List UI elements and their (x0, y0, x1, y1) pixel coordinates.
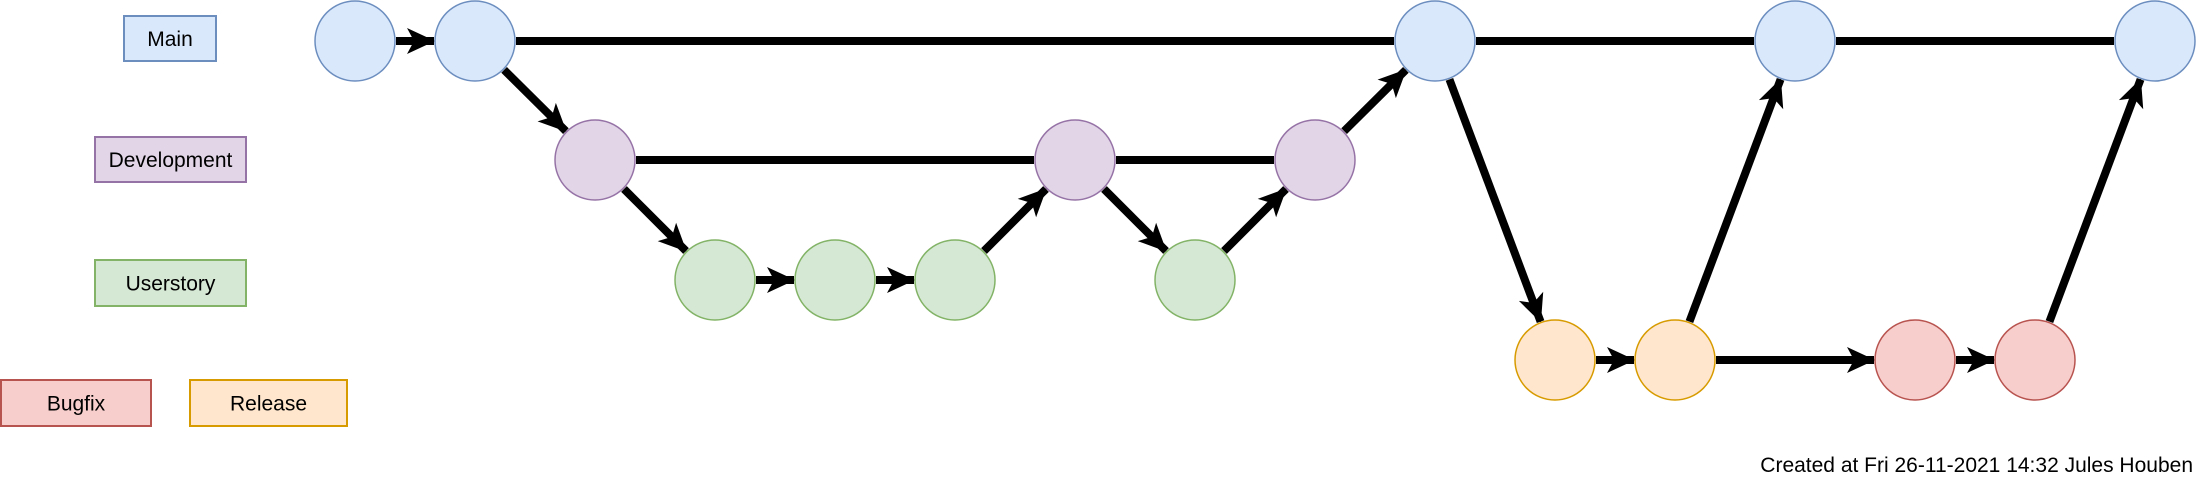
node-dev1 (554, 119, 636, 201)
node-main1 (314, 0, 396, 82)
node-bug2 (1994, 319, 2076, 401)
legend-main-box (123, 15, 217, 62)
node-main3 (1394, 0, 1476, 82)
node-dev2 (1034, 119, 1116, 201)
legend-release-box (189, 379, 348, 427)
node-dev3 (1274, 119, 1356, 201)
edge-us3-dev2 (981, 186, 1049, 254)
legend-bugfix-label: Bugfix (47, 393, 106, 416)
node-us4 (1154, 239, 1236, 321)
legend-userstory-label: Userstory (126, 273, 216, 296)
node-us1 (674, 239, 756, 321)
edge-dev1-us1 (621, 186, 689, 254)
legend-development-label: Development (109, 149, 233, 172)
node-main4 (1754, 0, 1836, 82)
node-main2 (434, 0, 516, 82)
node-main5 (2114, 0, 2196, 82)
commit-edges-layer (396, 28, 2145, 373)
legend-development-box (94, 136, 247, 183)
commit-nodes-layer (314, 0, 2196, 401)
edge-bug2-main5 (2045, 77, 2145, 324)
node-us2 (794, 239, 876, 321)
edge-main2-dev1 (501, 67, 569, 134)
edge-dev3-main3 (1341, 67, 1409, 134)
edge-rel2-main4 (1685, 77, 1785, 324)
node-rel1 (1514, 319, 1596, 401)
edge-main3-rel1 (1445, 77, 1545, 324)
legend-release-label: Release (230, 393, 307, 416)
node-rel2 (1634, 319, 1716, 401)
edge-us4-dev3 (1221, 186, 1289, 254)
legend-main-label: Main (147, 28, 193, 51)
edge-dev2-us4 (1101, 186, 1169, 254)
legend-userstory-box (94, 259, 247, 307)
legend-bugfix-box (0, 379, 152, 427)
footer-caption: Created at Fri 26-11-2021 14:32 Jules Ho… (1760, 454, 2193, 477)
node-us3 (914, 239, 996, 321)
node-bug1 (1874, 319, 1956, 401)
